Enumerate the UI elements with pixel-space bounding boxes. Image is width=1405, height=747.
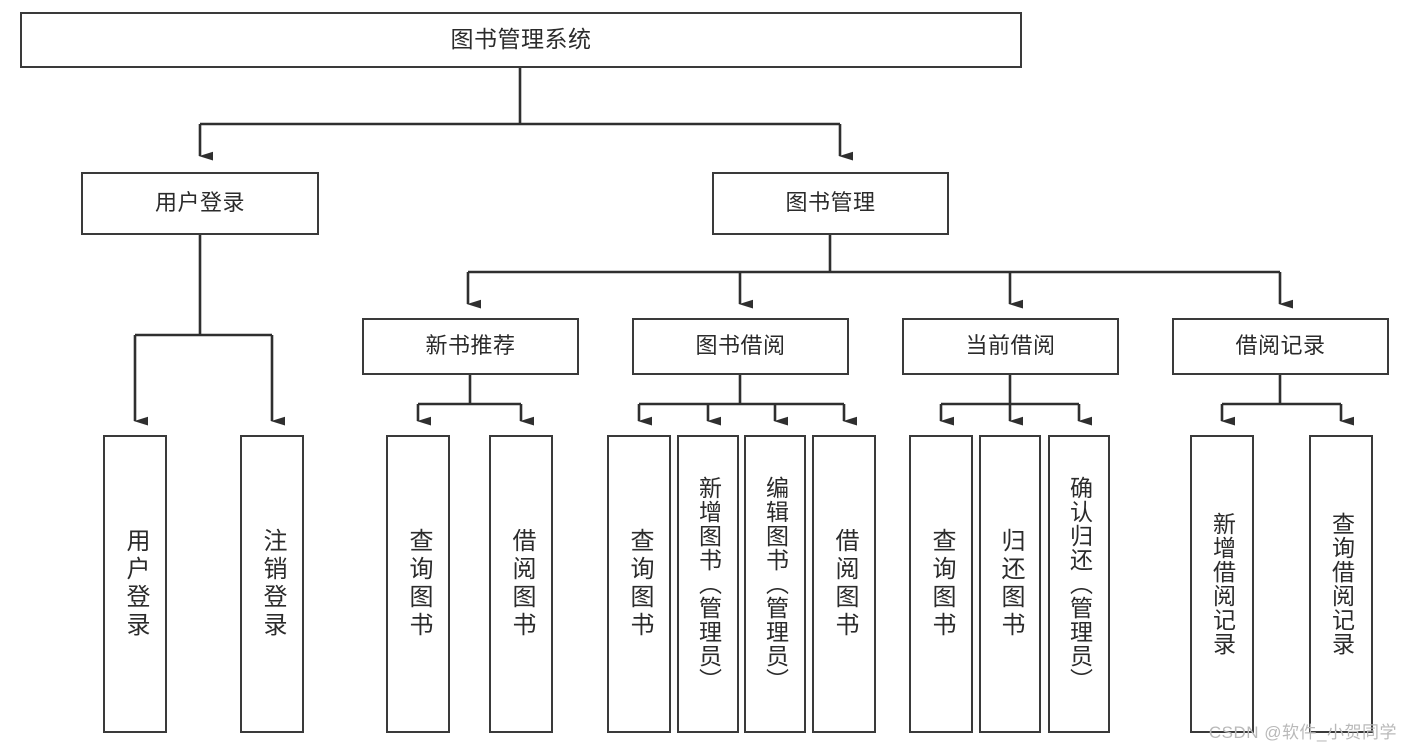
node-label: 归还图书	[997, 528, 1024, 640]
leaf-borrow-query-book[interactable]: 查询图书	[607, 435, 671, 733]
leaf-record-add-record[interactable]: 新增借阅记录	[1190, 435, 1254, 733]
node-new-book-recommend[interactable]: 新书推荐	[362, 318, 579, 375]
node-label: 借阅记录	[1235, 333, 1326, 359]
node-label: 查询借阅记录	[1328, 512, 1355, 656]
node-label: 用户登录	[154, 190, 245, 216]
leaf-current-confirm-return-admin[interactable]: 确认归还（管理员）	[1048, 435, 1110, 733]
node-book-borrow[interactable]: 图书借阅	[632, 318, 849, 375]
node-label: 查询图书	[928, 528, 955, 640]
leaf-current-query-book[interactable]: 查询图书	[909, 435, 973, 733]
node-label: 注销登录	[259, 528, 286, 640]
leaf-recommend-query-book[interactable]: 查询图书	[386, 435, 450, 733]
leaf-current-return-book[interactable]: 归还图书	[979, 435, 1041, 733]
leaf-borrow-add-book-admin[interactable]: 新增图书（管理员）	[677, 435, 739, 733]
node-borrow-record[interactable]: 借阅记录	[1172, 318, 1389, 375]
leaf-user-login-login[interactable]: 用户登录	[103, 435, 167, 733]
node-label: 确认归还（管理员）	[1066, 476, 1093, 692]
node-label: 新书推荐	[425, 333, 516, 359]
node-label: 用户登录	[122, 528, 149, 640]
node-label: 图书管理	[785, 190, 876, 216]
node-label: 新增借阅记录	[1209, 512, 1236, 656]
node-current-borrow[interactable]: 当前借阅	[902, 318, 1119, 375]
node-label: 查询图书	[405, 528, 432, 640]
node-label: 编辑图书（管理员）	[762, 476, 789, 692]
leaf-recommend-borrow-book[interactable]: 借阅图书	[489, 435, 553, 733]
node-label: 图书管理系统	[450, 26, 592, 53]
node-label: 查询图书	[626, 528, 653, 640]
leaf-user-login-logout[interactable]: 注销登录	[240, 435, 304, 733]
leaf-record-query-record[interactable]: 查询借阅记录	[1309, 435, 1373, 733]
leaf-borrow-edit-book-admin[interactable]: 编辑图书（管理员）	[744, 435, 806, 733]
node-root-system[interactable]: 图书管理系统	[20, 12, 1022, 68]
node-user-login[interactable]: 用户登录	[81, 172, 319, 235]
node-label: 新增图书（管理员）	[695, 476, 722, 692]
node-label: 当前借阅	[965, 333, 1056, 359]
node-label: 图书借阅	[695, 333, 786, 359]
node-book-management[interactable]: 图书管理	[712, 172, 949, 235]
leaf-borrow-borrow-book[interactable]: 借阅图书	[812, 435, 876, 733]
node-label: 借阅图书	[831, 528, 858, 640]
node-label: 借阅图书	[508, 528, 535, 640]
